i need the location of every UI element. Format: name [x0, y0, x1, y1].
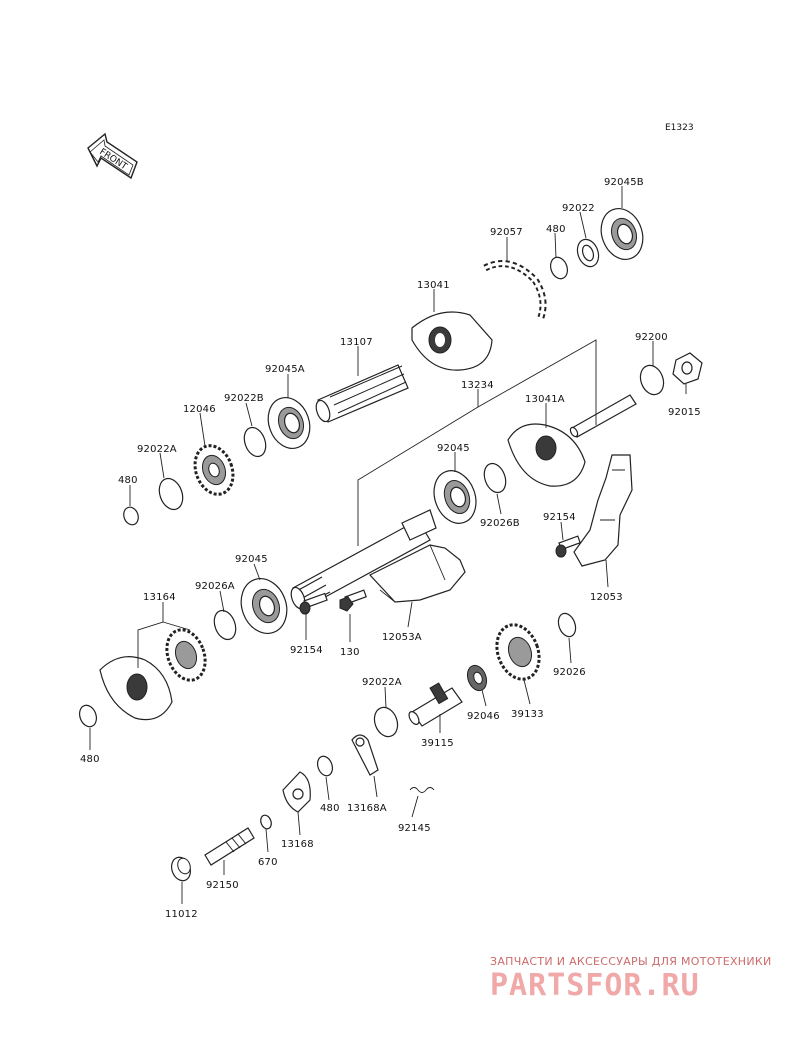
chain-92057 — [483, 260, 547, 322]
label-13107: 13107 — [340, 337, 373, 348]
bearing-92045-mid — [433, 470, 477, 524]
label-92022: 92022 — [562, 203, 595, 214]
part-labels: 92045B 92022 480 92057 13041 13107 92045… — [80, 177, 701, 920]
front-arrow-icon: FRONT — [87, 132, 138, 180]
label-39115: 39115 — [421, 738, 454, 749]
diagram-code: E1323 — [665, 123, 694, 133]
shaft-long-right — [569, 394, 637, 438]
circlip-480-top — [549, 256, 569, 280]
lever-13168A — [351, 734, 379, 776]
watermark: ЗАПЧАСТИ И АКСЕССУАРЫ ДЛЯ МОТОТЕХНИКИ PA… — [490, 955, 772, 1003]
cam-13041 — [411, 311, 493, 371]
cam-13041A — [507, 423, 586, 487]
bracket-12053A — [369, 544, 466, 603]
washer-92022A-upper — [158, 477, 184, 511]
label-92015: 92015 — [668, 407, 701, 418]
nut-92015 — [672, 352, 703, 385]
needle-bearing-92046 — [466, 664, 488, 692]
washer-92026A — [213, 609, 237, 641]
washer-92022A-lower — [373, 706, 399, 738]
label-13041A: 13041A — [525, 394, 565, 405]
watermark-brand: PARTSFOR.RU — [490, 968, 700, 1003]
sprocket-12046 — [193, 444, 235, 496]
label-13234: 13234 — [461, 380, 494, 391]
cap-11012 — [170, 856, 192, 882]
label-12053: 12053 — [590, 592, 623, 603]
label-92026A: 92026A — [195, 581, 235, 592]
label-13041: 13041 — [417, 280, 450, 291]
bolt-92154-lower — [299, 592, 328, 615]
label-480: 480 — [320, 803, 340, 814]
bearing-92045B — [600, 208, 644, 260]
label-92045B: 92045B — [604, 177, 644, 188]
label-92145: 92145 — [398, 823, 431, 834]
sprocket-13164 — [165, 628, 207, 682]
label-130: 130 — [340, 647, 360, 658]
bearing-92045-low — [240, 578, 288, 634]
label-480: 480 — [118, 475, 138, 486]
shaft-13234 — [290, 509, 437, 610]
label-92045: 92045 — [235, 554, 268, 565]
washer-92022B — [243, 426, 267, 458]
label-11012: 11012 — [165, 909, 198, 920]
label-13168A: 13168A — [347, 803, 387, 814]
circlip-670 — [260, 814, 272, 830]
leader-lines — [89, 186, 687, 904]
label-92026: 92026 — [553, 667, 586, 678]
circlip-480-left — [123, 506, 139, 526]
watermark-tagline: ЗАПЧАСТИ И АКСЕССУАРЫ ДЛЯ МОТОТЕХНИКИ — [490, 955, 772, 968]
label-92200: 92200 — [635, 332, 668, 343]
label-13168: 13168 — [281, 839, 314, 850]
label-480: 480 — [546, 224, 566, 235]
shaft-39115 — [408, 682, 463, 727]
label-92045A: 92045A — [265, 364, 305, 375]
shaft-92150 — [204, 827, 255, 866]
label-92026B: 92026B — [480, 518, 520, 529]
bolt-130 — [339, 589, 367, 612]
label-92154: 92154 — [290, 645, 323, 656]
label-92022A: 92022A — [362, 677, 402, 688]
label-92150: 92150 — [206, 880, 239, 891]
sprocket-39133 — [495, 623, 541, 681]
guide-12053 — [573, 454, 633, 567]
washer-92026B — [483, 462, 507, 494]
label-92046: 92046 — [467, 711, 500, 722]
lever-13168 — [282, 771, 311, 813]
bearing-92045A — [267, 397, 311, 449]
label-480: 480 — [80, 754, 100, 765]
circlip-480-lower — [316, 755, 334, 777]
label-670: 670 — [258, 857, 278, 868]
label-13164: 13164 — [143, 592, 176, 603]
label-92022B: 92022B — [224, 393, 264, 404]
circlip-480-lower-left — [78, 704, 98, 728]
bolt-92154-upper — [555, 535, 581, 558]
shaft-13107 — [315, 364, 409, 423]
label-92154: 92154 — [543, 512, 576, 523]
label-12053A: 12053A — [382, 632, 422, 643]
label-92057: 92057 — [490, 227, 523, 238]
washer-92026 — [557, 612, 577, 638]
washer-92200 — [639, 364, 665, 396]
label-39133: 39133 — [511, 709, 544, 720]
label-92022A: 92022A — [137, 444, 177, 455]
label-92045: 92045 — [437, 443, 470, 454]
spring-92145 — [409, 787, 435, 793]
label-12046: 12046 — [183, 404, 216, 415]
cam-13164 — [99, 656, 173, 721]
